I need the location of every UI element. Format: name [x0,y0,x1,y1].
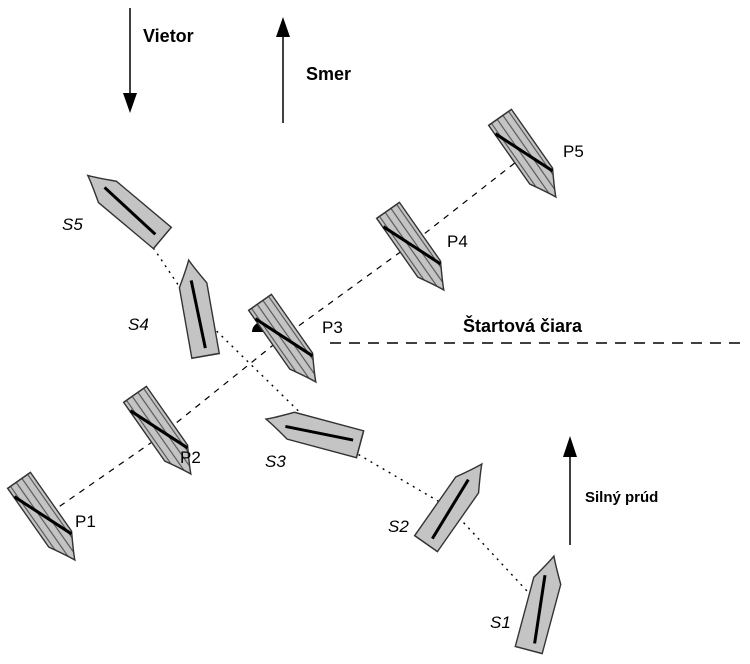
boat-s3 [264,411,365,459]
direction-arrow [276,17,290,123]
wind-label: Vietor [143,26,194,46]
label-p4: P4 [447,232,468,251]
current-label: Silný prúd [585,489,658,506]
boat-p2 [122,385,192,476]
label-s1: S1 [490,613,511,632]
label-s3: S3 [265,452,286,471]
label-p3: P3 [322,318,343,337]
starboard-course-line [129,212,541,606]
boat-s1 [514,554,562,655]
boat-s4 [178,258,221,360]
wind-arrow [123,8,137,113]
current-arrow [563,436,577,545]
label-s4: S4 [128,315,149,334]
start-line-label: Štartová čiara [463,315,583,336]
label-s2: S2 [388,517,409,536]
boat-p5 [487,108,557,199]
boat-p4 [375,201,445,292]
label-p1: P1 [75,512,96,531]
boat-p1 [6,471,76,562]
boat-s5 [86,174,173,250]
boat-s2 [413,462,483,553]
boat-p3 [247,293,317,384]
direction-label: Smer [306,64,351,84]
label-p5: P5 [563,142,584,161]
label-p2: P2 [180,448,201,467]
label-s5: S5 [62,215,83,234]
